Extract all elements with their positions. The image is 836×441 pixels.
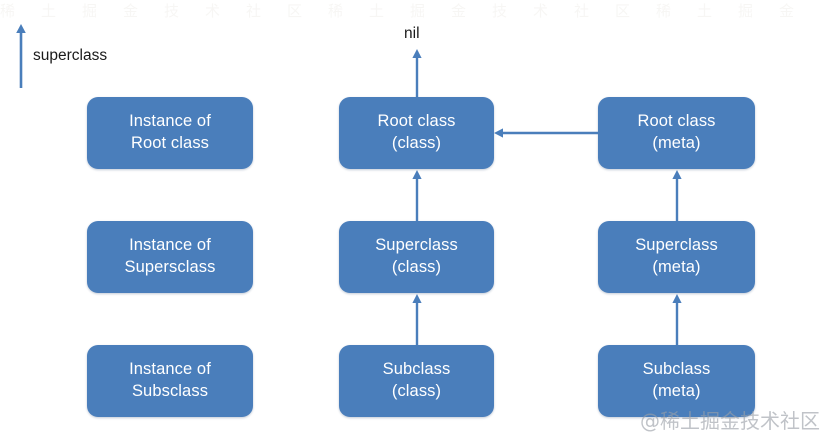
node-superclass-meta[interactable]: Superclass (meta) [598, 221, 755, 293]
legend-label: superclass [33, 47, 108, 64]
edge-root-class-to-nil [412, 49, 422, 100]
node-root-meta-line2: (meta) [652, 134, 701, 152]
node-root-class[interactable]: Root class (class) [339, 97, 494, 169]
node-superclass-meta-line2: (meta) [652, 258, 701, 276]
node-subclass-class-line2: (class) [391, 382, 442, 400]
edge-subclass-class-to-superclass-class [412, 294, 422, 347]
node-instance-supersclass-line1: Instance of [129, 236, 211, 255]
node-superclass-class-line1: Superclass [375, 236, 458, 255]
node-instance-root[interactable]: Instance of Root class [87, 97, 253, 169]
background-watermark-band: 稀土掘金技术社区稀土掘金技术社区稀土掘金 [0, 2, 821, 20]
edge-root-meta-to-root-class [494, 128, 600, 138]
node-root-class-line1: Root class [377, 112, 456, 131]
legend-arrow-icon [16, 24, 26, 88]
node-instance-subsclass[interactable]: Instance of Subsclass [87, 345, 253, 417]
node-instance-supersclass[interactable]: Instance of Supersclass [87, 221, 253, 293]
node-superclass-class[interactable]: Superclass (class) [339, 221, 494, 293]
node-instance-supersclass-line2: Supersclass [124, 258, 216, 276]
node-root-class-line2: (class) [391, 134, 442, 152]
node-instance-subsclass-line2: Subsclass [131, 382, 209, 400]
node-instance-root-line2: Root class [130, 134, 210, 152]
node-superclass-meta-line1: Superclass [635, 236, 718, 255]
node-subclass-meta[interactable]: Subclass (meta) [598, 345, 755, 417]
edge-subclass-meta-to-superclass-meta [672, 294, 682, 347]
edge-superclass-meta-to-root-meta [672, 170, 682, 223]
node-root-meta[interactable]: Root class (meta) [598, 97, 755, 169]
node-subclass-class[interactable]: Subclass (class) [339, 345, 494, 417]
nil-label: nil [404, 25, 420, 42]
node-subclass-meta-line1: Subclass [642, 360, 711, 379]
node-subclass-meta-line2: (meta) [652, 382, 701, 400]
node-root-meta-line1: Root class [637, 112, 716, 131]
edge-superclass-class-to-root-class [412, 170, 422, 223]
node-instance-subsclass-line1: Instance of [129, 360, 211, 379]
node-instance-root-line1: Instance of [129, 112, 211, 131]
node-subclass-class-line1: Subclass [382, 360, 451, 379]
node-superclass-class-line2: (class) [391, 258, 442, 276]
